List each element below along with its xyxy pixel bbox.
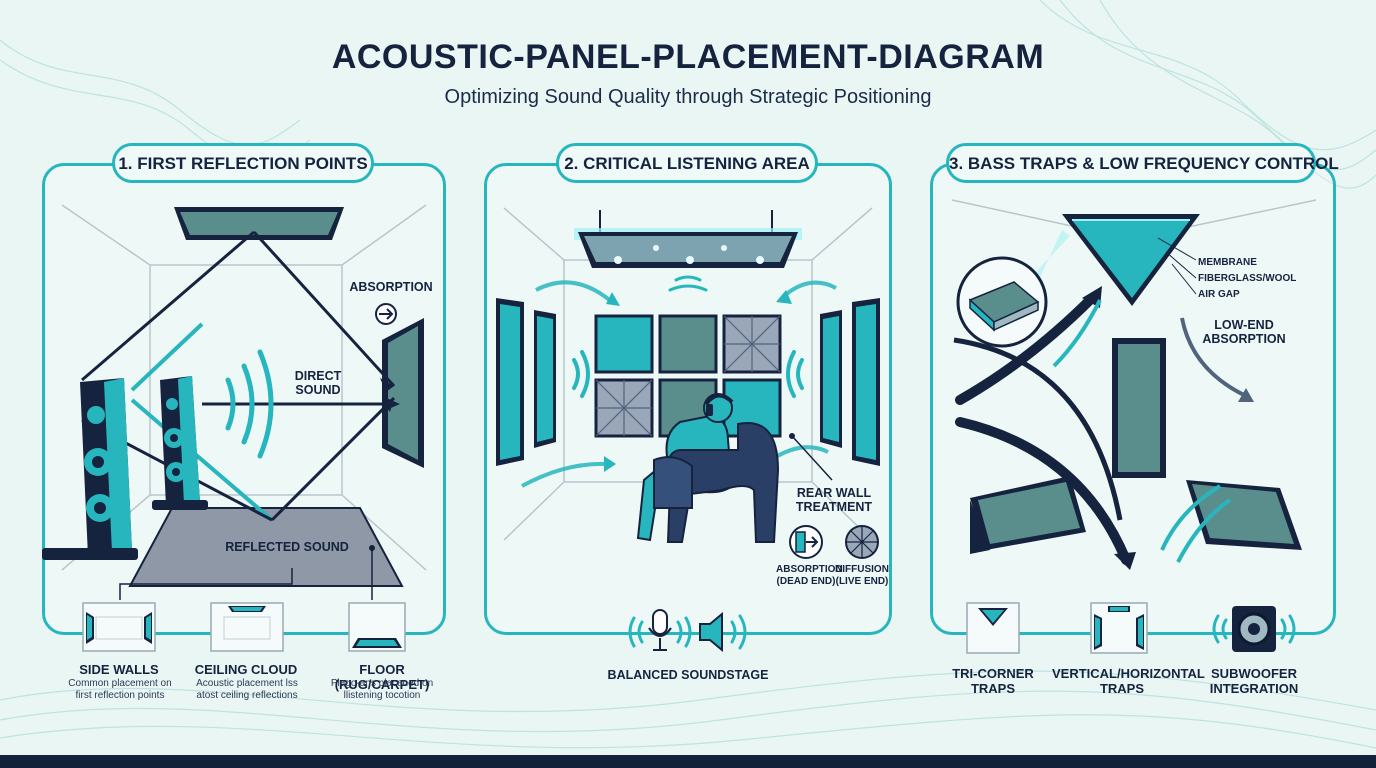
ceiling-cloud-title: CEILING CLOUD: [194, 662, 298, 677]
speaker-left: [42, 378, 138, 560]
side-walls-icon: [82, 602, 156, 652]
diffusion-live-end-label: DIFFUSION (LIVE END): [835, 564, 889, 587]
tri-corner-traps-icon: [966, 602, 1020, 654]
side-walls-title: SIDE WALLS: [79, 662, 159, 677]
vertical-horizontal-traps-icon: [1090, 602, 1148, 654]
first-reflection-illustration: [42, 204, 427, 600]
air-gap-label: AIR GAP: [1198, 289, 1240, 300]
microphone-icon: [648, 609, 672, 651]
floor-rug: [128, 507, 404, 587]
ceiling-cloud-panel: [174, 207, 344, 240]
absorption-label: ABSORPTION: [349, 280, 433, 294]
absorption-dead-end-label: ABSORPTION (DEAD END): [776, 564, 843, 587]
floor-rug-icon: [348, 602, 406, 652]
tri-corner-traps-title: TRI-CORNER TRAPS: [952, 666, 1034, 696]
ceiling-cloud-desc: Acoustic placement lss atost ceiling ref…: [196, 678, 298, 701]
tri-corner-trap: [1062, 214, 1200, 306]
cross-section-circle: [956, 256, 1048, 348]
listener-in-chair: [636, 393, 780, 543]
fiberglass-label: FIBERGLASS/WOOL: [1198, 273, 1297, 284]
page-subtitle: Optimizing Sound Quality through Strateg…: [444, 86, 932, 108]
vertical-horizontal-traps-title: VERTICAL/HORIZONTAL TRAPS: [1052, 666, 1205, 696]
side-wall-panel: [382, 318, 424, 468]
footer-bar: [0, 755, 1376, 768]
section2-heading: 2. CRITICAL LISTENING AREA: [556, 143, 818, 183]
floor-title: FLOOR (RUG/CARPET): [334, 662, 430, 692]
floor-desc: Plago-ans placened on llistening tocotio…: [330, 678, 434, 701]
direct-sound-label: DIRECT SOUND: [294, 369, 342, 397]
section1-heading: 1. FIRST REFLECTION POINTS: [112, 143, 374, 183]
critical-listening-illustration: [496, 207, 880, 543]
low-end-absorption-label: LOW-END ABSORPTION: [1202, 318, 1286, 346]
balanced-soundstage-icons: [628, 609, 747, 653]
section3-heading: 3. BASS TRAPS & LOW FREQUENCY CONTROL: [946, 143, 1339, 183]
bass-traps-illustration: [951, 199, 1317, 570]
absorption-dead-end-icon: [789, 525, 823, 559]
reflected-sound-label: REFLECTED SOUND: [225, 540, 349, 554]
balanced-soundstage-label: BALANCED SOUNDSTAGE: [607, 668, 769, 682]
diffusion-live-end-icon: [845, 525, 879, 559]
side-walls-desc: Common placement on first reflection poi…: [68, 678, 172, 701]
ceiling-cloud-icon: [210, 602, 284, 652]
subwoofer-integration-title: SUBWOOFER INTEGRATION: [1209, 666, 1299, 696]
speaker-right: [152, 376, 208, 510]
membrane-label: MEMBRANE: [1198, 257, 1257, 268]
page-title: ACOUSTIC-PANEL-PLACEMENT-DIAGRAM: [331, 38, 1045, 76]
rear-wall-label: REAR WALL TREATMENT: [795, 486, 873, 514]
ceiling-cloud-lit: [574, 210, 802, 268]
subwoofer-icon: [1212, 606, 1296, 652]
speaker-icon: [699, 611, 723, 653]
